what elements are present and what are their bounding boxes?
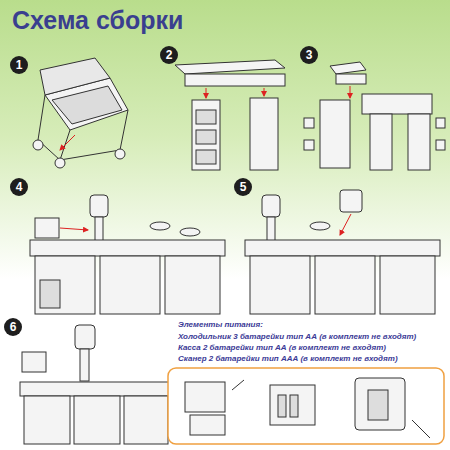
- callout-number: 1: [10, 56, 28, 74]
- note-heading: Элементы питания:: [178, 320, 263, 329]
- page-title: Схема сборки: [12, 6, 183, 35]
- note-line: Касса 2 батарейки тип АА (в комплект не …: [178, 343, 386, 352]
- callout-number: 3: [300, 46, 318, 64]
- callout-number: 6: [4, 318, 22, 336]
- note-line: Сканер 2 батарейки тип ААА (в комплект н…: [178, 354, 398, 363]
- callout-number: 4: [10, 178, 28, 196]
- callout-number: 5: [234, 178, 252, 196]
- callout-number: 2: [160, 46, 178, 64]
- note-line: Холодильник 3 батарейки тип АА (в компле…: [178, 332, 416, 341]
